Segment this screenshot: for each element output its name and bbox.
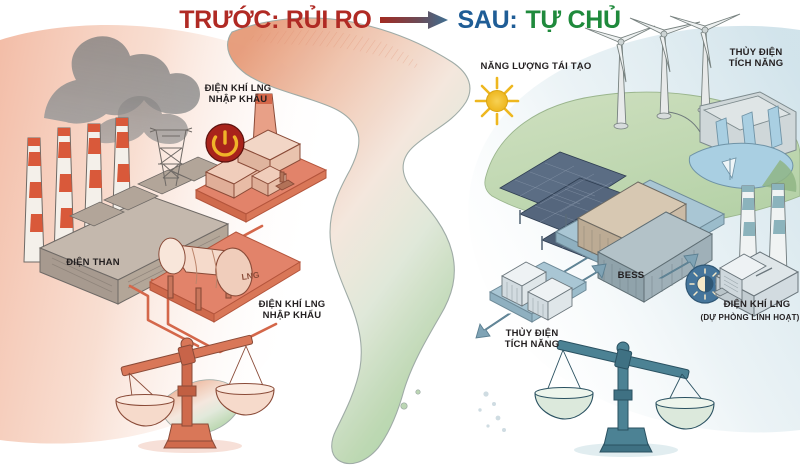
label-bess: BESS xyxy=(617,270,645,281)
decorative-pebbles xyxy=(478,391,506,432)
flexible-lng-plant xyxy=(713,183,800,317)
headline-after-prefix: SAU: xyxy=(457,5,518,34)
right-arrow-icon xyxy=(379,11,448,29)
dimmer-dial-icon xyxy=(685,264,725,304)
before-risk-scene: LNG xyxy=(23,36,328,453)
svg-text:LNG: LNG xyxy=(241,270,261,282)
wind-turbine-group xyxy=(584,13,741,130)
after-autonomy-scene xyxy=(474,13,800,457)
chimney xyxy=(23,137,45,263)
lng-storage-tank: LNG xyxy=(148,231,302,323)
unbalanced-scale-risk xyxy=(115,334,275,453)
wind-turbine xyxy=(629,17,701,120)
label-coal-power: ĐIỆN THAN xyxy=(66,257,120,268)
transmission-pylon-icon xyxy=(149,127,193,187)
storage-unit xyxy=(527,277,573,321)
label-renewables: NĂNG LƯỢNG TÁI TẠO xyxy=(480,61,592,72)
unbalanced-scale-autonomy xyxy=(534,339,715,457)
headline-after-value: TỰ CHỦ xyxy=(525,5,621,34)
headline: TRƯỚC: RỦI RO SAU: TỰ CHỦ xyxy=(0,2,800,38)
label-pumped-hydro-top: THỦY ĐIỆN TÍCH NĂNG xyxy=(728,47,784,69)
label-lng-flexible-sub: (DỰ PHÒNG LINH HOẠT) xyxy=(700,313,800,322)
chimney xyxy=(768,183,788,275)
headline-before: TRƯỚC: RỦI RO xyxy=(179,5,372,34)
hydro-dam xyxy=(667,91,797,192)
chimney xyxy=(53,127,75,259)
label-lng-import-top: ĐIỆN KHÍ LNG NHẬP KHẨU xyxy=(204,83,272,105)
power-symbol-icon xyxy=(205,123,245,163)
pumped-storage-units xyxy=(488,261,588,323)
lng-import-plant xyxy=(194,93,328,223)
label-pumped-hydro-bottom: THỦY ĐIỆN TÍCH NĂNG xyxy=(504,328,560,350)
sun-icon xyxy=(474,76,520,126)
wind-turbine xyxy=(584,25,656,130)
label-lng-import-bottom: ĐIỆN KHÍ LNG NHẬP KHẨU xyxy=(258,299,326,321)
label-lng-flexible: ĐIỆN KHÍ LNG xyxy=(723,299,791,310)
